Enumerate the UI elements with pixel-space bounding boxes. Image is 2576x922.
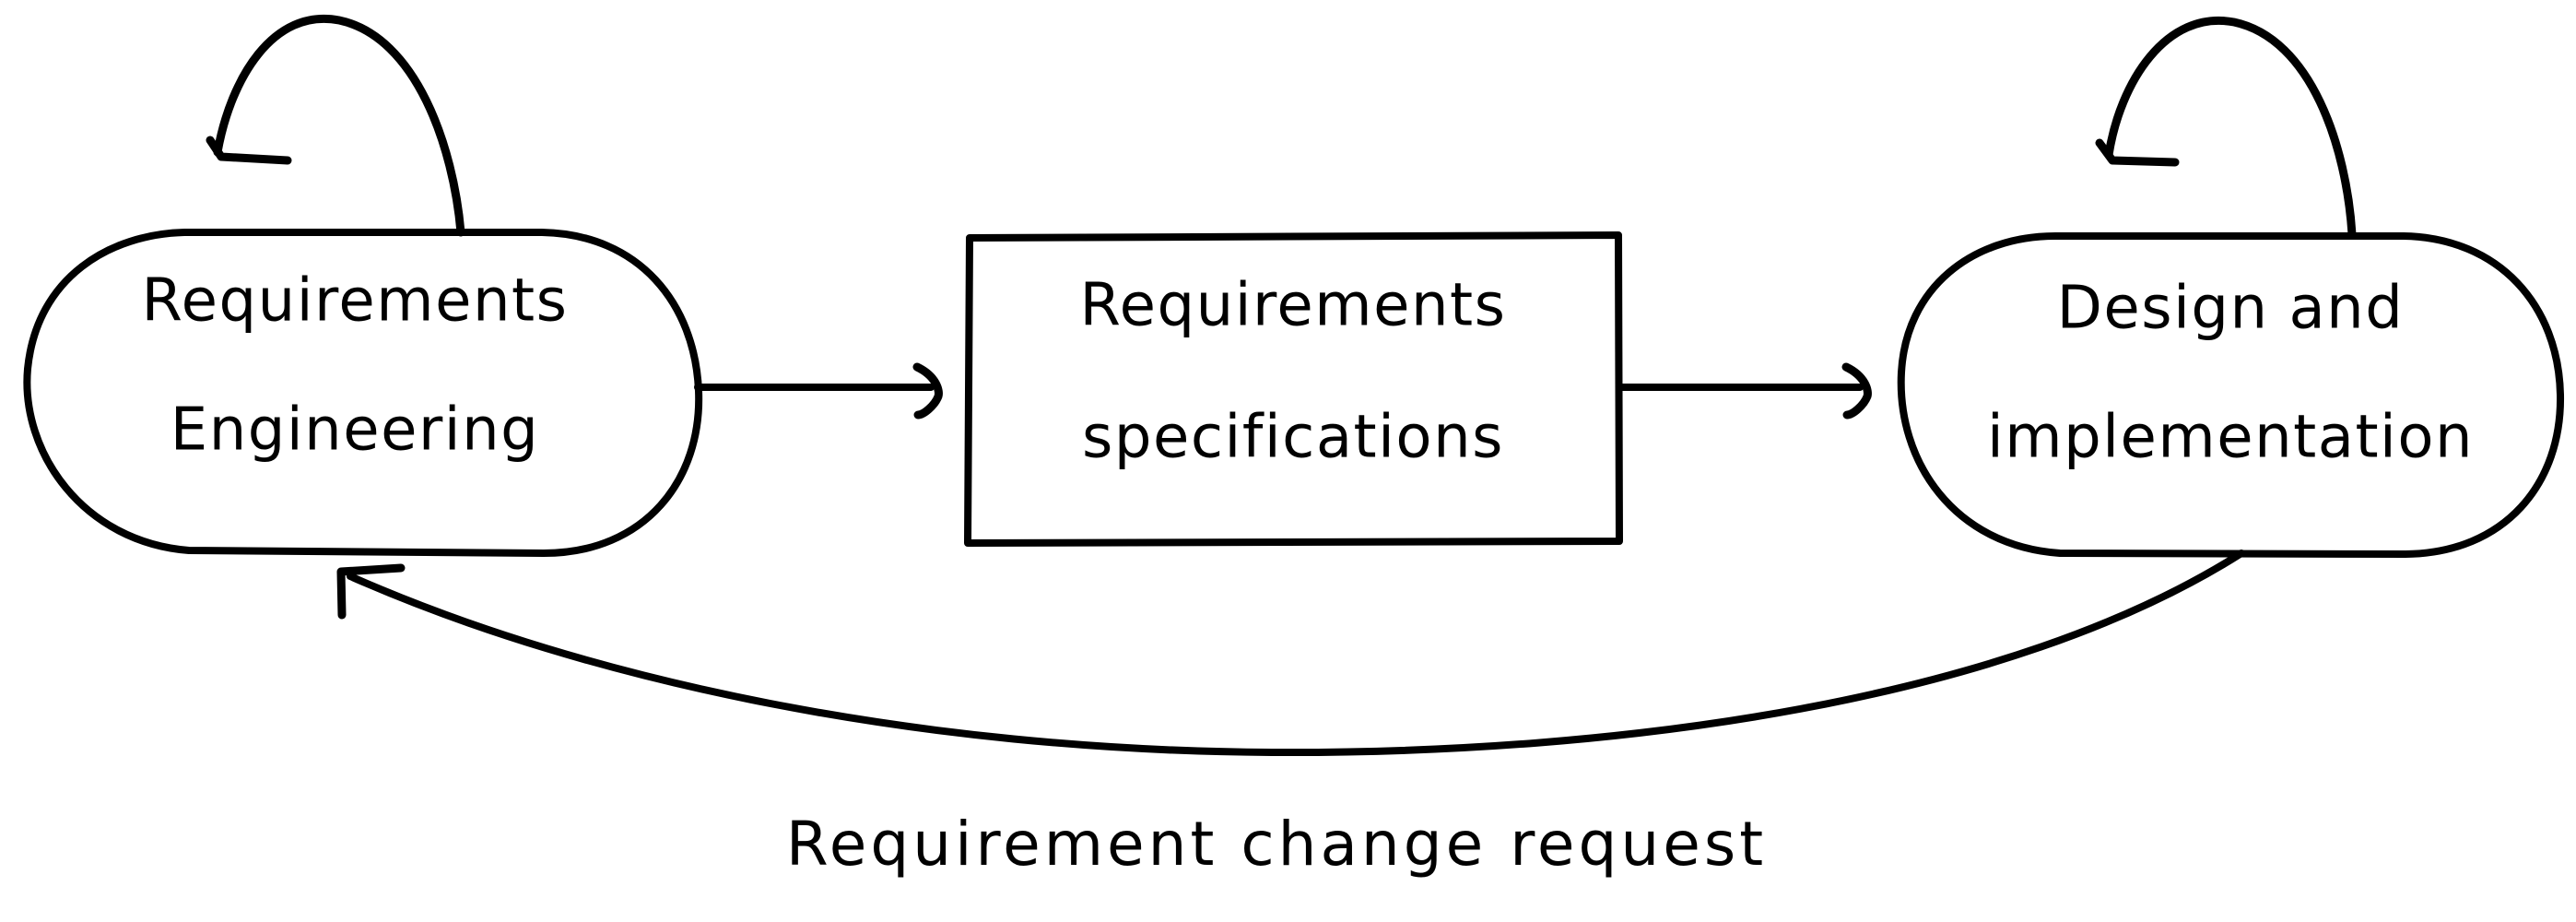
edge-feedback-arrowhead: [336, 563, 406, 620]
edge-feedback[interactable]: [336, 550, 2245, 757]
edge-re-self-loop-path: [213, 14, 465, 237]
node-requirements-specifications-line1: Requirements: [1080, 272, 1507, 340]
edge-spec-to-design[interactable]: [1616, 362, 1872, 420]
edge-re-to-spec-arrowhead: [912, 362, 943, 420]
node-requirements-specifications-outline: [964, 231, 1623, 547]
edge-feedback-label: Requirement change request: [786, 809, 1767, 880]
edge-re-self-loop[interactable]: [206, 14, 465, 237]
node-design-and-implementation-outline: [1897, 232, 2565, 558]
node-requirements-engineering[interactable]: Requirements Engineering: [23, 229, 703, 557]
edge-spec-to-design-arrowhead: [1841, 362, 1872, 420]
edge-design-self-loop-arrowhead: [2095, 138, 2180, 167]
node-requirements-engineering-outline: [23, 229, 703, 557]
node-requirements-engineering-line1: Requirements: [142, 267, 569, 336]
edge-re-self-loop-arrowhead: [206, 136, 292, 165]
edge-design-self-loop[interactable]: [2095, 16, 2357, 239]
node-requirements-engineering-line2: Engineering: [171, 396, 540, 465]
node-design-and-implementation[interactable]: Design and implementation: [1897, 232, 2565, 558]
node-design-and-implementation-line1: Design and: [2057, 275, 2405, 343]
node-requirements-specifications-line2: specifications: [1082, 404, 1504, 472]
edge-design-self-loop-path: [2104, 16, 2357, 239]
edge-re-to-spec[interactable]: [694, 362, 943, 420]
node-design-and-implementation-line2: implementation: [1987, 404, 2474, 472]
edge-feedback-path: [347, 550, 2245, 757]
node-requirements-specifications[interactable]: Requirements specifications: [964, 231, 1623, 547]
